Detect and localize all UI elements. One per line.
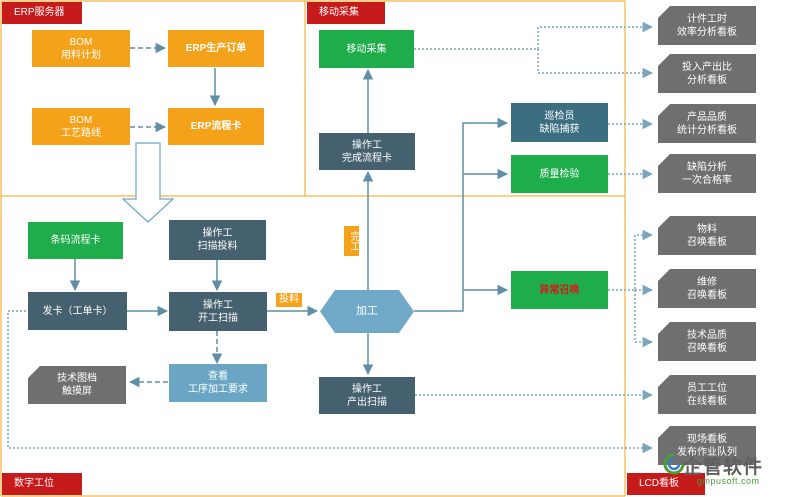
inspector-node: 巡检员 缺陷捕获	[511, 103, 608, 142]
abnormal-call-node: 异常召唤	[511, 271, 608, 309]
erp-order-node: ERP生产订单	[168, 30, 264, 67]
bom-plan-node: BOM 用料计划	[32, 30, 130, 67]
erp-card-node: ERP流程卡	[168, 108, 264, 145]
region-label-lcd: LCD看板	[627, 473, 705, 495]
bom-route-node: BOM 工艺路线	[32, 108, 130, 145]
op-finish-node: 操作工 完成流程卡	[319, 133, 415, 170]
board-material: 物料 召唤看板	[658, 216, 756, 255]
region-label-station: 数字工位	[2, 473, 82, 495]
feed-tag: 投料	[276, 293, 302, 307]
op-start-scan-node: 操作工 开工扫描	[169, 292, 267, 331]
view-requirements-node: 查看 工序加工要求	[169, 364, 267, 402]
watermark-main: 企管软件	[683, 457, 764, 478]
watermark-logo-icon	[663, 453, 685, 475]
barcode-card-node: 条码流程卡	[28, 222, 123, 259]
board-piece-work: 计件工时 效率分析看板	[658, 6, 756, 45]
region-label-erp: ERP服务器	[2, 2, 82, 24]
board-defect: 缺陷分析 一次合格率	[658, 154, 756, 193]
issue-card-node: 发卡（工单卡）	[28, 292, 127, 330]
done-tag: 完工	[344, 226, 359, 256]
op-scan-feed-node: 操作工 扫描投料	[169, 220, 266, 260]
mobile-collect-node: 移动采集	[319, 30, 414, 68]
watermark-sub: gmpusoft.com	[697, 476, 760, 486]
process-node: 加工	[320, 290, 414, 333]
tech-screen-node: 技术图档 触摸屏	[28, 366, 126, 404]
op-output-scan-node: 操作工 产出扫描	[319, 377, 415, 414]
board-repair: 维修 召唤看板	[658, 269, 756, 308]
region-label-mobile: 移动采集	[307, 2, 385, 24]
watermark: 企管软件 gmpusoft.com	[663, 452, 788, 492]
board-site: 现场看板 发布作业队列	[658, 426, 756, 465]
board-tech-quality: 技术品质 召唤看板	[658, 322, 756, 361]
board-employee: 员工工位 在线看板	[658, 375, 756, 414]
qc-node: 质量检验	[511, 155, 608, 193]
region-borders	[0, 0, 626, 497]
board-quality: 产品品质 统计分析看板	[658, 104, 756, 143]
board-input-output: 投入产出比 分析看板	[658, 54, 756, 93]
big-down-arrow	[121, 142, 175, 223]
